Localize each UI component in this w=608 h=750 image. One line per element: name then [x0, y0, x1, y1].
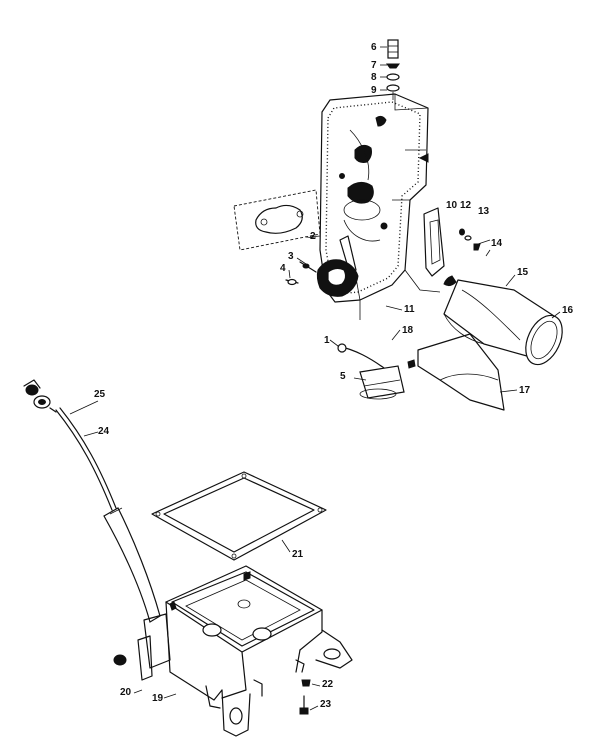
callout-15: 15 — [517, 267, 529, 278]
dipstick-tube — [103, 507, 171, 681]
leader-lines-upper — [288, 236, 561, 393]
callout-1: 1 — [324, 335, 330, 346]
callout-6: 6 — [371, 42, 377, 53]
drain-plug — [299, 679, 321, 715]
oil-pan — [133, 565, 353, 737]
callout-5: 5 — [340, 371, 346, 382]
callout-11: 11 — [404, 304, 415, 315]
callout-4: 4 — [280, 263, 286, 274]
callout-3: 3 — [288, 251, 294, 262]
callout-17: 17 — [519, 385, 531, 396]
lower-shield — [337, 333, 505, 411]
callout-7: 7 — [371, 60, 377, 71]
callout-13: 13 — [478, 206, 490, 217]
callout-24: 24 — [98, 426, 110, 437]
callout-21: 21 — [292, 549, 304, 560]
oil-pan-gasket — [151, 471, 327, 561]
callout-18: 18 — [402, 325, 414, 336]
governor-gear — [285, 235, 361, 320]
callout-20: 20 — [120, 687, 132, 698]
callout-9: 9 — [371, 85, 377, 96]
side-bracket — [423, 207, 491, 277]
callout-16: 16 — [562, 305, 574, 316]
callout-19: 19 — [152, 693, 164, 704]
callout-12: 12 — [460, 200, 472, 211]
callout-14: 14 — [491, 238, 503, 249]
engine-housing — [319, 93, 441, 303]
callout-23: 23 — [320, 699, 332, 710]
callout-2: 2 — [310, 231, 316, 242]
bolt-stack — [380, 39, 400, 100]
cover-gasket — [233, 189, 321, 251]
callout-22: 22 — [322, 679, 334, 690]
dipstick — [23, 379, 117, 511]
callout-8: 8 — [371, 72, 377, 83]
callout-10: 10 — [446, 200, 458, 211]
air-cleaner-element — [443, 275, 563, 366]
callout-25: 25 — [94, 389, 106, 400]
